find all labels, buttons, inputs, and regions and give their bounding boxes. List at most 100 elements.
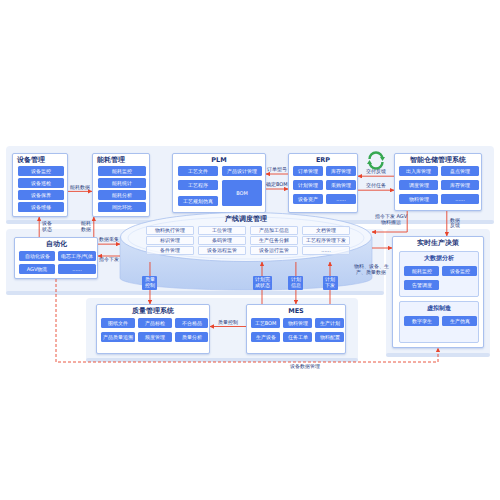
function-item: 图纸文件 <box>101 318 135 328</box>
item-text: ...... <box>455 197 465 202</box>
flow-tag: 计划完成状态 <box>253 276 272 290</box>
title-text: MES <box>247 308 345 315</box>
system-box: 质量管理系统图纸文件产品标检 不合格品产品质量追溯 频度管理 质量分析 <box>96 304 210 354</box>
flow-tag: 计划信息 <box>288 276 303 290</box>
function-item: 产品设计管理 <box>222 166 262 176</box>
flow-arrow <box>266 189 288 190</box>
item-text: 任务工单 <box>288 335 308 340</box>
item-text: 计划管理 <box>298 183 318 188</box>
flow-tag: 计划下发 <box>323 276 338 290</box>
item-text: 订单管理 <box>298 169 318 174</box>
function-item: 能耗监控 <box>404 266 439 276</box>
edge-label: 设备数据管理 <box>290 364 320 370</box>
platform-item: 设备远程监管 <box>198 246 246 255</box>
function-item: 自动化设备 <box>19 251 55 261</box>
function-item: 同比环比 <box>98 202 146 212</box>
edge-label: 确定BOM <box>266 182 288 188</box>
title-text: 虚拟制造 <box>400 305 478 311</box>
function-item: 告警调度 <box>404 280 439 290</box>
item-text: 调度管理 <box>409 183 429 188</box>
item-text: 设备维修 <box>31 205 51 210</box>
function-item: 不合格品 <box>175 318 208 328</box>
item-text: 能耗分析 <box>112 193 132 198</box>
item-text: 设备运行监管 <box>259 248 289 253</box>
item-text: 设备巡检 <box>31 181 51 186</box>
flow-arrow <box>98 244 120 245</box>
item-text: 不合格品 <box>182 321 202 326</box>
system-box: 智能仓储管理系统出入库管理盘点管理调度管理库存管理物料管理...... <box>394 153 482 211</box>
item-text: 设备监控 <box>450 269 470 274</box>
edge-label: 交付任务 <box>366 183 386 189</box>
flow-arrow <box>358 176 394 177</box>
function-item: 生产计划 <box>315 318 344 328</box>
item-text: 设备监控 <box>31 169 51 174</box>
platform-slab <box>386 229 490 357</box>
sub-panel: 大数据分析能耗监控 设备监控告警调度 <box>399 251 479 297</box>
item-text: 数字孪生 <box>412 319 432 324</box>
function-item: 工艺BOM <box>251 318 280 328</box>
item-text: 工艺文件 <box>188 169 208 174</box>
item-text: 生产任务分解 <box>259 238 289 243</box>
item-text: 出入库管理 <box>406 169 431 174</box>
item-text: 产品质量追溯 <box>103 335 133 340</box>
item-text: 备件管理 <box>160 248 180 253</box>
edge-label: 能耗数据 <box>80 221 92 233</box>
title-text: 自动化 <box>15 241 97 248</box>
edge-label: 数据反馈 <box>449 218 461 230</box>
item-text: 工艺程序 <box>188 183 208 188</box>
item-text: 告警调度 <box>412 283 432 288</box>
sync-icon <box>370 162 383 169</box>
function-item: 设备维修 <box>18 202 64 212</box>
platform-edge <box>86 358 358 362</box>
title-text: PLM <box>173 157 265 164</box>
title-text: 大数据分析 <box>400 255 478 261</box>
function-item: 订单管理 <box>293 166 323 176</box>
function-item: ...... <box>58 264 96 274</box>
edge-label: 指令下发 <box>99 257 119 263</box>
sync-icon <box>370 153 383 159</box>
item-text: 文档管理 <box>316 228 336 233</box>
item-text: 生产仿真 <box>450 319 470 324</box>
title-text: 能耗管理 <box>97 157 125 164</box>
flow-arrow <box>68 191 92 192</box>
item-text: 质量分析 <box>182 335 202 340</box>
item-text: 设备资产 <box>298 197 318 202</box>
function-item: AGV物流 <box>19 264 55 274</box>
function-item: 盘点管理 <box>441 166 479 176</box>
platform-item: 标识管理 <box>146 236 194 245</box>
flow-arrow <box>372 248 392 249</box>
flow-arrow <box>93 217 94 237</box>
system-box: 能耗管理能耗监控能耗统计能耗分析同比环比 <box>92 153 150 217</box>
function-item: 调度管理 <box>399 180 438 190</box>
function-item: 任务工单 <box>283 332 312 342</box>
edge-label: 质量控制 <box>218 320 238 326</box>
title-text: 质量管理系统 <box>97 308 209 315</box>
function-item: 设备监控 <box>18 166 64 176</box>
edge-label: 订单型号 <box>267 167 287 173</box>
item-text: ...... <box>321 248 331 253</box>
function-item: 生产仿真 <box>442 316 477 326</box>
function-item: 物料管理 <box>399 194 438 204</box>
flow-arrow <box>39 217 40 237</box>
item-text: 频度管理 <box>145 335 165 340</box>
flow-arrow <box>358 190 394 191</box>
platform-disk: 产线调度管理物料执行管理工位管理产品加工信息文档管理标识管理条码管理生产任务分解… <box>120 212 372 262</box>
item-text: 生产计划 <box>320 321 340 326</box>
item-text: 库存管理 <box>450 183 470 188</box>
title-text: 设备管理 <box>17 157 45 164</box>
item-text: 产品加工信息 <box>259 228 289 233</box>
item-text: 能耗监控 <box>112 169 132 174</box>
platform-item: 设备运行监管 <box>250 246 298 255</box>
item-text: 物料管理 <box>288 321 308 326</box>
item-text: 自动化设备 <box>25 254 50 259</box>
function-item: 产品标检 <box>138 318 172 328</box>
platform-item: 生产任务分解 <box>250 236 298 245</box>
function-item: 能耗分析 <box>98 190 146 200</box>
item-text: 工艺程序管理下发 <box>306 238 346 243</box>
edge-label: 能耗数据 <box>70 185 90 191</box>
system-box: 自动化自动化设备电芯工序/气体AGV物流...... <box>14 237 98 279</box>
item-text: 物料管理 <box>409 197 429 202</box>
platform-item: 工艺程序管理下发 <box>302 236 350 245</box>
